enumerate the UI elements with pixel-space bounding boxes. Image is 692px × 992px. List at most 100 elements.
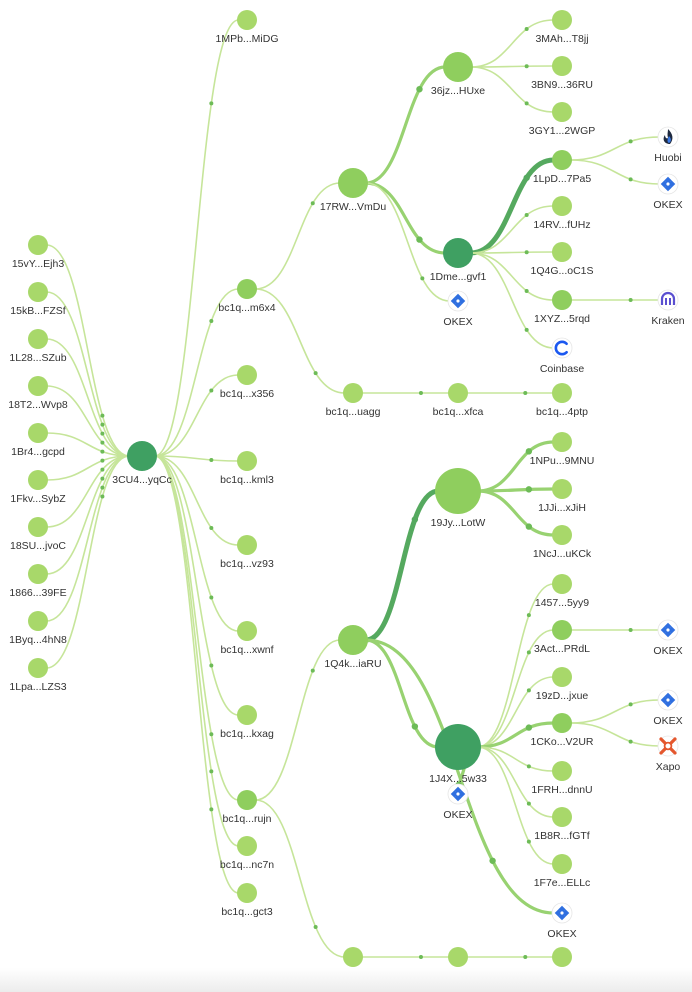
address-node[interactable]: 3CU4...yqCc	[112, 441, 172, 486]
address-node[interactable]: 1J4X...5w33	[429, 724, 487, 785]
edge-in3-root	[45, 338, 131, 457]
address-node[interactable]: 1B8R...fGTf	[534, 807, 590, 842]
address-label: 1XYZ...5rqd	[534, 313, 590, 325]
entity-node-kraken[interactable]: Kraken	[651, 289, 685, 327]
address-label: 3MAh...T8jj	[535, 33, 588, 45]
address-node[interactable]: bc1q...xwnf	[220, 621, 274, 656]
edge-d4-e1	[569, 136, 661, 161]
address-label: 3Act...PRdL	[534, 643, 590, 655]
entity-node-okex[interactable]: OKEX	[653, 689, 683, 727]
edge-dot-b5-d15	[525, 724, 533, 731]
entity-node-okex[interactable]: OKEX	[547, 902, 577, 940]
address-node[interactable]: 1Br4...gcpd	[11, 423, 65, 458]
edge-dot-root-c8	[209, 732, 214, 737]
entity-node-okex[interactable]: OKEX	[653, 619, 683, 657]
address-node[interactable]: 1L28...SZub	[9, 329, 67, 364]
edge-d15-e8	[569, 722, 661, 747]
address-label: 1LpD...7Pa5	[533, 173, 592, 185]
address-node[interactable]: 3BN9...36RU	[531, 56, 593, 91]
address-label: 1L28...SZub	[9, 352, 66, 364]
address-node[interactable]: 18SU...jvoC	[10, 517, 66, 552]
address-node[interactable]: bc1q...x356	[220, 365, 274, 400]
address-node[interactable]: bc1q...vz93	[220, 535, 274, 570]
edge-in4-root	[45, 385, 131, 457]
address-label: 1Byq...4hN8	[9, 634, 67, 646]
address-node[interactable]: bc1q...rujn	[222, 790, 272, 825]
address-node[interactable]: 15kB...FZSf	[10, 282, 66, 317]
edge-dot-d4-e2	[628, 177, 633, 182]
address-node[interactable]: bc1q...4ptp	[536, 383, 588, 418]
address-node[interactable]: 1Byq...4hN8	[9, 611, 67, 646]
entity-node-coinbase[interactable]: Coinbase	[540, 337, 585, 375]
address-node[interactable]: bc1q...uagg	[326, 383, 381, 418]
address-node[interactable]: 1F7e...ELLc	[534, 854, 591, 889]
edge-b5-d17	[476, 746, 555, 818]
edge-in5-root	[45, 432, 131, 457]
address-node[interactable]: 1Lpa...LZS3	[9, 658, 67, 693]
edge-d15-e7	[569, 699, 661, 724]
edge-in9-root	[45, 455, 131, 622]
entity-label: OKEX	[653, 645, 682, 657]
address-node[interactable]: bc1q...gct3	[221, 883, 273, 918]
address-node-circle	[237, 621, 257, 641]
edge-c8-a4	[254, 799, 346, 958]
address-node[interactable]: 1Dme...gvf1	[430, 238, 487, 283]
address-node-circle	[552, 10, 572, 30]
edge-root-c2	[153, 288, 240, 457]
address-node-circle	[443, 52, 473, 82]
address-node[interactable]: 1XYZ...5rqd	[534, 290, 590, 325]
address-node[interactable]: 19zD...jxue	[536, 667, 589, 702]
address-label: 3BN9...36RU	[531, 79, 593, 91]
address-node[interactable]: bc1q...kxag	[220, 705, 274, 740]
entity-node-okex[interactable]: OKEX	[653, 173, 683, 211]
address-node[interactable]: 18T2...Wvp8	[8, 376, 68, 411]
address-node[interactable]: bc1q...xfca	[433, 383, 484, 418]
address-label: 1NPu...9MNU	[530, 455, 595, 467]
address-node[interactable]: 17RW...VmDu	[320, 168, 386, 213]
address-node-circle	[28, 282, 48, 302]
address-node[interactable]: 1Q4G...oC1S	[530, 242, 594, 277]
address-node[interactable]: 3MAh...T8jj	[535, 10, 589, 45]
entity-node-okex[interactable]: OKEX	[443, 290, 473, 328]
address-node[interactable]: bc1q...nc7n	[220, 836, 274, 871]
address-node-circle	[28, 329, 48, 349]
address-node[interactable]: 1Q4k...iaRU	[324, 625, 382, 670]
address-node[interactable]: 1NPu...9MNU	[530, 432, 595, 467]
address-node[interactable]: bc1q...kml3	[220, 451, 274, 486]
address-node[interactable]: 3GY1...2WGP	[529, 102, 596, 137]
edge-dot-a3-b5	[411, 723, 419, 730]
address-node[interactable]: 1MPb...MiDG	[215, 10, 279, 45]
address-node[interactable]: 19Jy...LotW	[431, 468, 486, 529]
edge-dot-b2-d7	[524, 289, 529, 294]
edge-dot-d15-e8	[628, 739, 633, 744]
address-node[interactable]: 1457...5yy9	[535, 574, 589, 609]
entity-node-huobi[interactable]: Huobi	[654, 126, 682, 164]
address-node[interactable]: 15vY...Ejh3	[12, 235, 65, 270]
address-label: 1Q4G...oC1S	[530, 265, 593, 277]
address-node[interactable]: 1FRH...dnnU	[531, 761, 593, 796]
edge-dot-a4-b6	[418, 955, 423, 959]
edge-b1-d2	[469, 65, 555, 68]
edge-a1-b2	[364, 181, 447, 255]
address-node[interactable]: 1866...39FE	[9, 564, 67, 599]
address-node[interactable]: 1Fkv...SybZ	[10, 470, 66, 505]
address-node[interactable]: 36jz...HUxe	[431, 52, 485, 97]
address-node[interactable]: 1CKo...V2UR	[530, 713, 594, 748]
address-node-circle	[448, 383, 468, 403]
address-node[interactable]: 1LpD...7Pa5	[533, 150, 592, 185]
address-node[interactable]: 14RV...fUHz	[533, 196, 591, 231]
edge-dot-root-c2	[209, 318, 214, 323]
address-node[interactable]: 1JJi...xJiH	[538, 479, 586, 514]
edge-dot-in2-root	[100, 422, 105, 427]
entity-node-okex[interactable]: OKEX	[443, 783, 473, 821]
edge-in10-root	[45, 455, 131, 669]
address-node[interactable]: 3Act...PRdL	[534, 620, 590, 655]
edge-dot-b6-d19	[523, 955, 528, 959]
address-label: bc1q...xfca	[433, 406, 484, 418]
entity-node-xapo[interactable]: Xapo	[656, 735, 681, 773]
address-node-circle	[552, 383, 572, 403]
address-node[interactable]: 1NcJ...uKCk	[533, 525, 592, 560]
address-node-circle	[343, 383, 363, 403]
address-node[interactable]: bc1q...m6x4	[218, 279, 276, 314]
